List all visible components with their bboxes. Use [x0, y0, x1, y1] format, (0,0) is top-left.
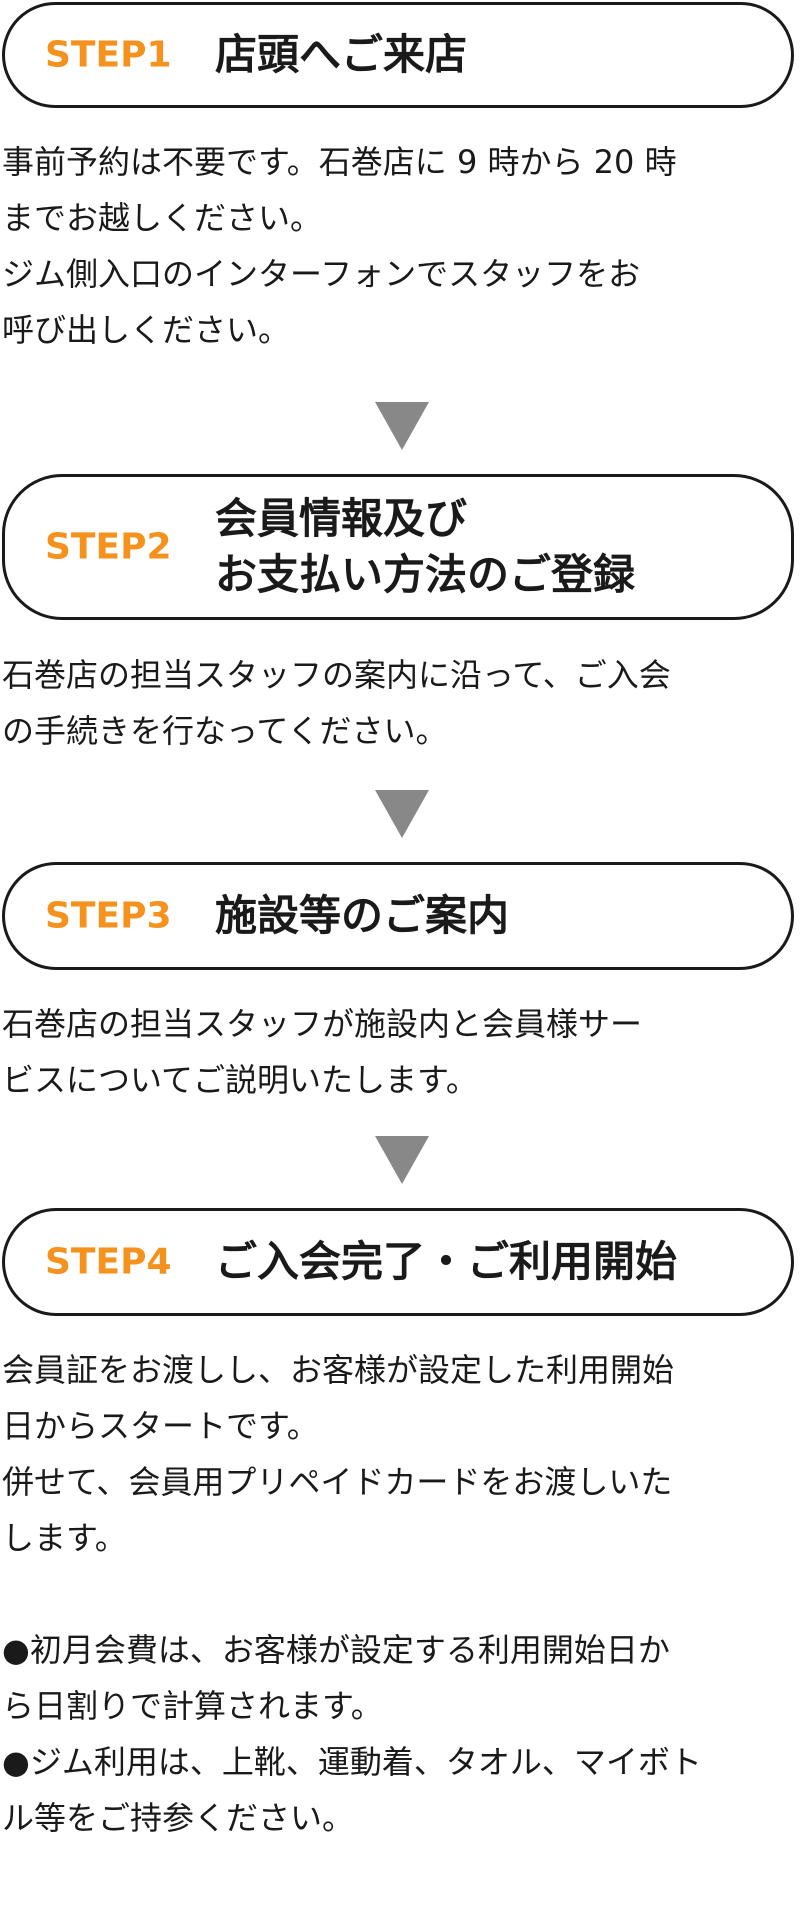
step2-label: STEP2 — [45, 526, 172, 568]
down-arrow-icon — [375, 1136, 429, 1184]
step3-label: STEP3 — [45, 895, 172, 937]
step3-title-line: 施設等のご案内 — [215, 891, 510, 940]
step4-note-line: ル等をご持参ください。 — [2, 1799, 355, 1837]
step4-text-line: 日からスタートです。 — [2, 1407, 319, 1445]
blank-line — [2, 1566, 798, 1622]
down-arrow-icon — [375, 790, 429, 838]
step4-note-line: ●ジム利用は、上靴、運動着、タオル、マイボト — [2, 1743, 702, 1781]
step1-title-line: 店頭へご来店 — [215, 30, 468, 79]
down-arrow-icon — [375, 402, 429, 450]
step2-text-line: 石巻店の担当スタッフの案内に沿って、ご入会 — [2, 656, 671, 694]
step1-description: 事前予約は不要です。石巻店に 9 時から 20 時 までお越しください。 ジム側… — [2, 134, 798, 358]
step4-text-line: 併せて、会員用プリペイドカードをお渡しいた — [2, 1463, 673, 1501]
step2-title: 会員情報及び お支払い方法のご登録 — [215, 491, 635, 603]
step1-header: STEP1 店頭へご来店 — [2, 2, 794, 108]
step2-text-line: の手続きを行なってください。 — [2, 712, 448, 750]
step2-header: STEP2 会員情報及び お支払い方法のご登録 — [2, 474, 794, 620]
step1-text-line: 呼び出しください。 — [2, 311, 291, 349]
step3-header: STEP3 施設等のご案内 — [2, 862, 794, 970]
step2-title-line: お支払い方法のご登録 — [215, 550, 636, 599]
step3-text-line: ビスについてご説明いたします。 — [2, 1061, 478, 1099]
step4-text-line: 会員証をお渡しし、お客様が設定した利用開始 — [2, 1351, 675, 1389]
step3-description: 石巻店の担当スタッフが施設内と会員様サー ビスについてご説明いたします。 — [2, 996, 798, 1108]
step1-text-line: までお越しください。 — [2, 199, 323, 237]
step2-description: 石巻店の担当スタッフの案内に沿って、ご入会 の手続きを行なってください。 — [2, 647, 798, 759]
step2-title-line: 会員情報及び — [215, 494, 468, 543]
step3-title: 施設等のご案内 — [215, 888, 509, 944]
step4-title: ご入会完了・ご利用開始 — [215, 1234, 677, 1290]
step1-title: 店頭へご来店 — [215, 27, 467, 83]
step4-label: STEP4 — [45, 1241, 172, 1283]
step4-title-line: ご入会完了・ご利用開始 — [215, 1237, 678, 1286]
step1-text-line: ジム側入口のインターフォンでスタッフをお — [2, 255, 641, 293]
step1-text-line: 事前予約は不要です。石巻店に 9 時から 20 時 — [2, 143, 677, 181]
step4-text-line: します。 — [2, 1519, 127, 1557]
step4-note-line: ら日割りで計算されます。 — [2, 1687, 383, 1725]
step4-header: STEP4 ご入会完了・ご利用開始 — [2, 1208, 794, 1316]
step1-label: STEP1 — [45, 34, 172, 76]
step3-text-line: 石巻店の担当スタッフが施設内と会員様サー — [2, 1005, 643, 1043]
step4-note-line: ●初月会費は、お客様が設定する利用開始日か — [2, 1631, 670, 1669]
step4-description: 会員証をお渡しし、お客様が設定した利用開始 日からスタートです。 併せて、会員用… — [2, 1342, 798, 1846]
